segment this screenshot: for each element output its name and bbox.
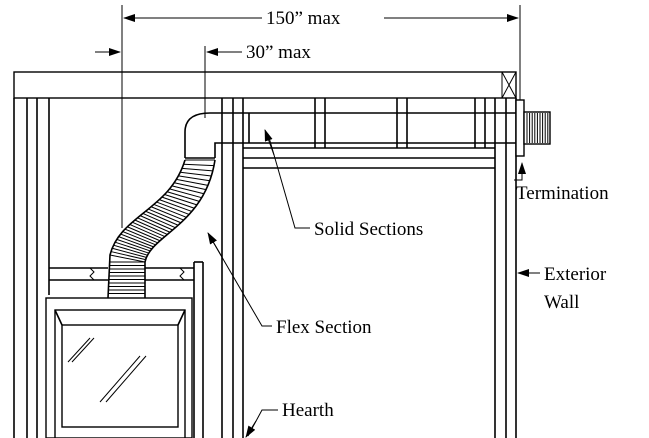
callout-hearth: Hearth: [245, 400, 334, 438]
left-wall-studs: [13, 98, 50, 438]
termination-cap: [515, 99, 551, 157]
flex-rib: [153, 203, 187, 218]
flex-rib: [178, 175, 210, 182]
flex-section-label: Flex Section: [276, 317, 372, 338]
flex-rib: [120, 233, 154, 248]
exterior-wall-label-1: Exterior: [544, 264, 607, 285]
flex-rib: [122, 231, 156, 246]
flex-rib: [174, 182, 207, 191]
flex-rib: [145, 210, 179, 226]
callout-solid-sections: Solid Sections: [264, 129, 423, 240]
callout-exterior-wall: Exterior Wall: [517, 264, 607, 313]
flex-rib: [176, 178, 209, 186]
fireplace: [45, 297, 193, 438]
callout-termination: Termination: [514, 162, 609, 204]
hearth-label: Hearth: [282, 400, 334, 421]
exterior-wall-label-2: Wall: [544, 292, 579, 313]
flex-vent-section: [107, 159, 216, 299]
flex-rib: [132, 221, 166, 238]
flex-rib: [127, 226, 161, 242]
flex-rib: [113, 244, 148, 256]
flex-rib: [161, 196, 195, 209]
flex-rib: [150, 206, 184, 221]
flex-rib: [114, 241, 149, 254]
exterior-wall: [494, 98, 517, 438]
termination-label: Termination: [516, 183, 609, 204]
flex-rib: [164, 193, 198, 206]
flex-rib: [118, 236, 152, 250]
flex-rib: [156, 201, 190, 215]
dim-30-label: 30” max: [246, 42, 311, 63]
callout-flex-section: Flex Section: [207, 232, 372, 338]
flex-rib: [139, 215, 173, 231]
flex-rib: [142, 212, 176, 229]
flex-rib: [112, 247, 147, 258]
flex-rib: [116, 238, 151, 252]
flex-rib: [181, 167, 213, 172]
hearth-shelf: [49, 267, 194, 281]
solid-elbow: [184, 112, 249, 159]
flex-rib: [134, 219, 168, 235]
flex-rib: [180, 171, 212, 177]
flex-rib: [148, 208, 182, 224]
flex-rib: [137, 217, 171, 233]
flex-rib: [183, 163, 215, 167]
flex-rib: [129, 223, 163, 240]
solid-vent-section: [248, 112, 516, 144]
dim-150-label: 150” max: [266, 8, 341, 29]
flex-rib: [169, 188, 202, 199]
flex-rib: [109, 254, 146, 263]
solid-sections-label: Solid Sections: [314, 219, 423, 240]
flex-rib: [171, 185, 205, 195]
flex-rib: [110, 251, 146, 261]
dimension-30: 30” max: [95, 42, 311, 118]
ceiling-plate: [13, 71, 517, 99]
flex-rib: [159, 199, 192, 212]
joist-framing: [243, 98, 495, 169]
flex-rib: [166, 191, 200, 202]
dimension-150: 150” max: [121, 5, 521, 228]
chase-wall: [193, 98, 244, 438]
flex-rib: [124, 228, 158, 244]
